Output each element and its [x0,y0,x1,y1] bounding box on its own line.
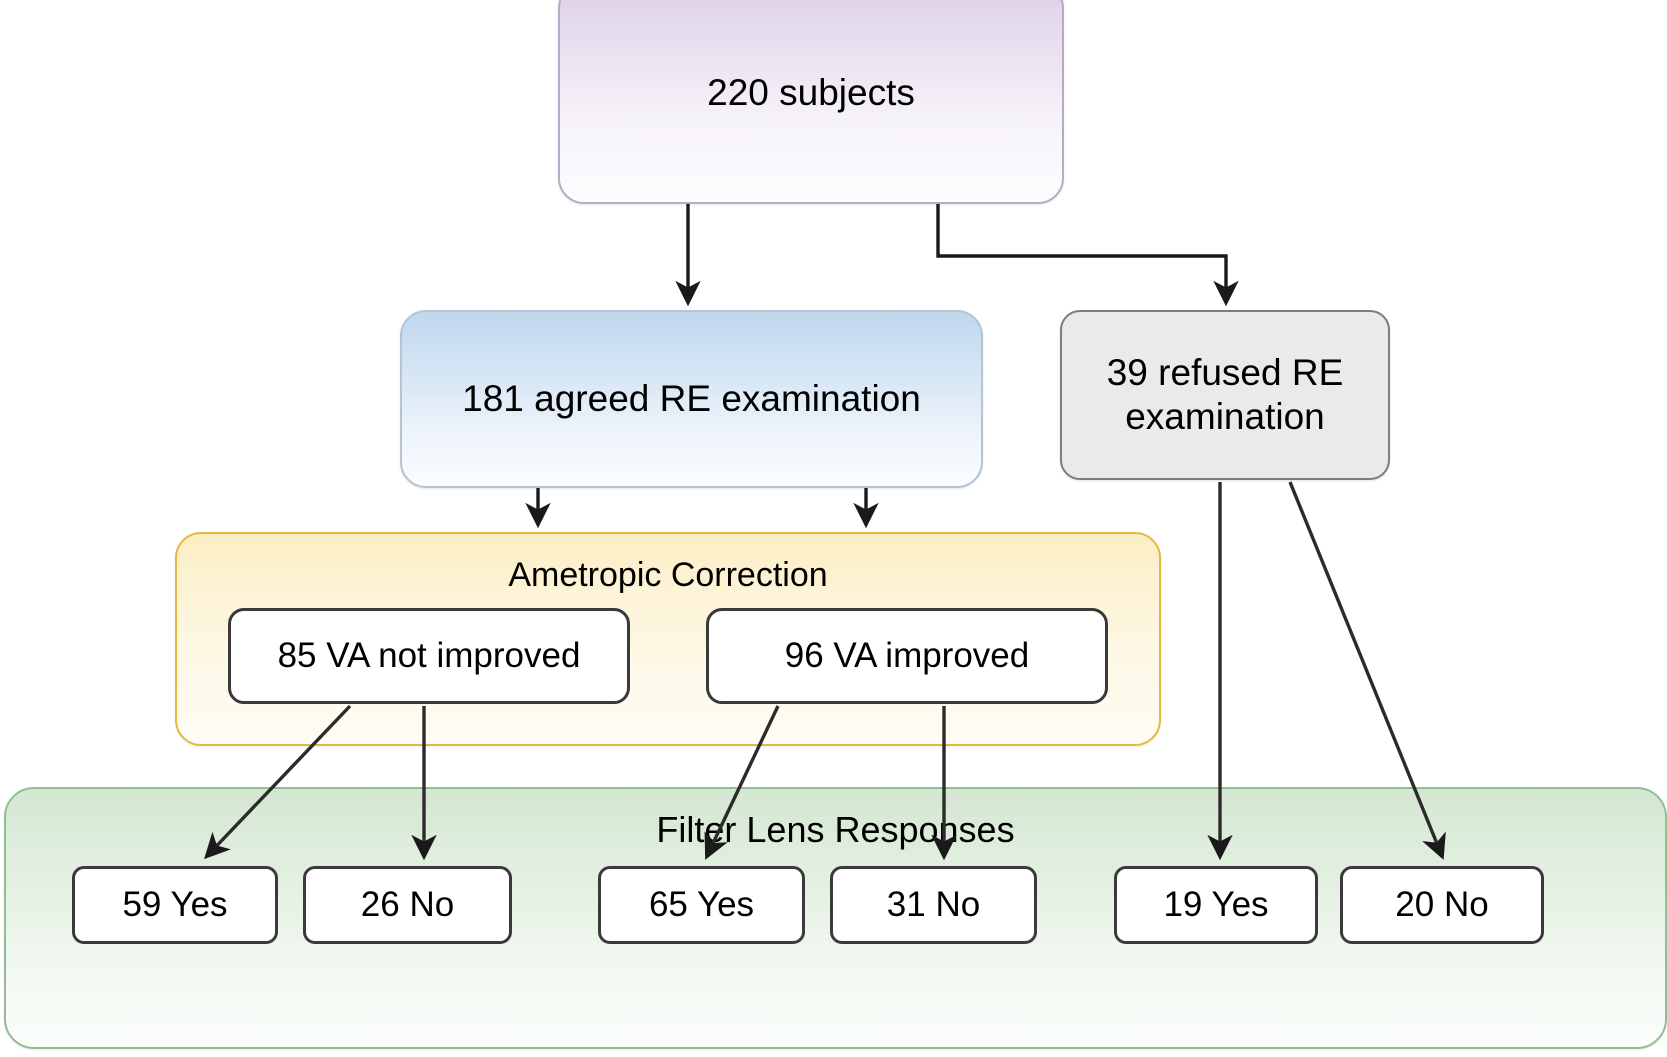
node-va-improved[interactable]: 96 VA improved [706,608,1108,704]
node-root-subjects[interactable]: 220 subjects [558,0,1064,204]
node-refused-re-examination[interactable]: 39 refused RE examination [1060,310,1390,480]
leaf-box-20-no[interactable]: 20 No [1340,866,1544,944]
leaf-label: 65 Yes [648,885,755,925]
leaf-box-31-no[interactable]: 31 No [830,866,1037,944]
leaf-label: 26 No [360,885,455,925]
group-title-ametropic-correction: Ametropic Correction [508,556,828,594]
node-agreed-re-examination[interactable]: 181 agreed RE examination [400,310,983,488]
leaf-label: 19 Yes [1163,885,1269,925]
edge-root-to-refused [936,204,1239,307]
leaf-box-26-no[interactable]: 26 No [303,866,512,944]
node-va-not-improved[interactable]: 85 VA not improved [228,608,630,704]
leaf-box-19-yes[interactable]: 19 Yes [1114,866,1318,944]
node-va-not-improved-label: 85 VA not improved [277,636,581,676]
leaf-label: 31 No [886,885,981,925]
node-refused-re-examination-label: 39 refused RE examination [1106,352,1344,437]
leaf-box-59-yes[interactable]: 59 Yes [72,866,278,944]
node-va-improved-label: 96 VA improved [784,636,1030,676]
leaf-label: 59 Yes [122,885,228,925]
leaf-box-65-yes[interactable]: 65 Yes [598,866,805,944]
node-agreed-re-examination-label: 181 agreed RE examination [462,378,921,420]
leaf-label: 20 No [1395,885,1489,925]
node-root-subjects-label: 220 subjects [707,72,915,114]
group-title-filter-lens-responses: Filter Lens Responses [656,809,1015,850]
